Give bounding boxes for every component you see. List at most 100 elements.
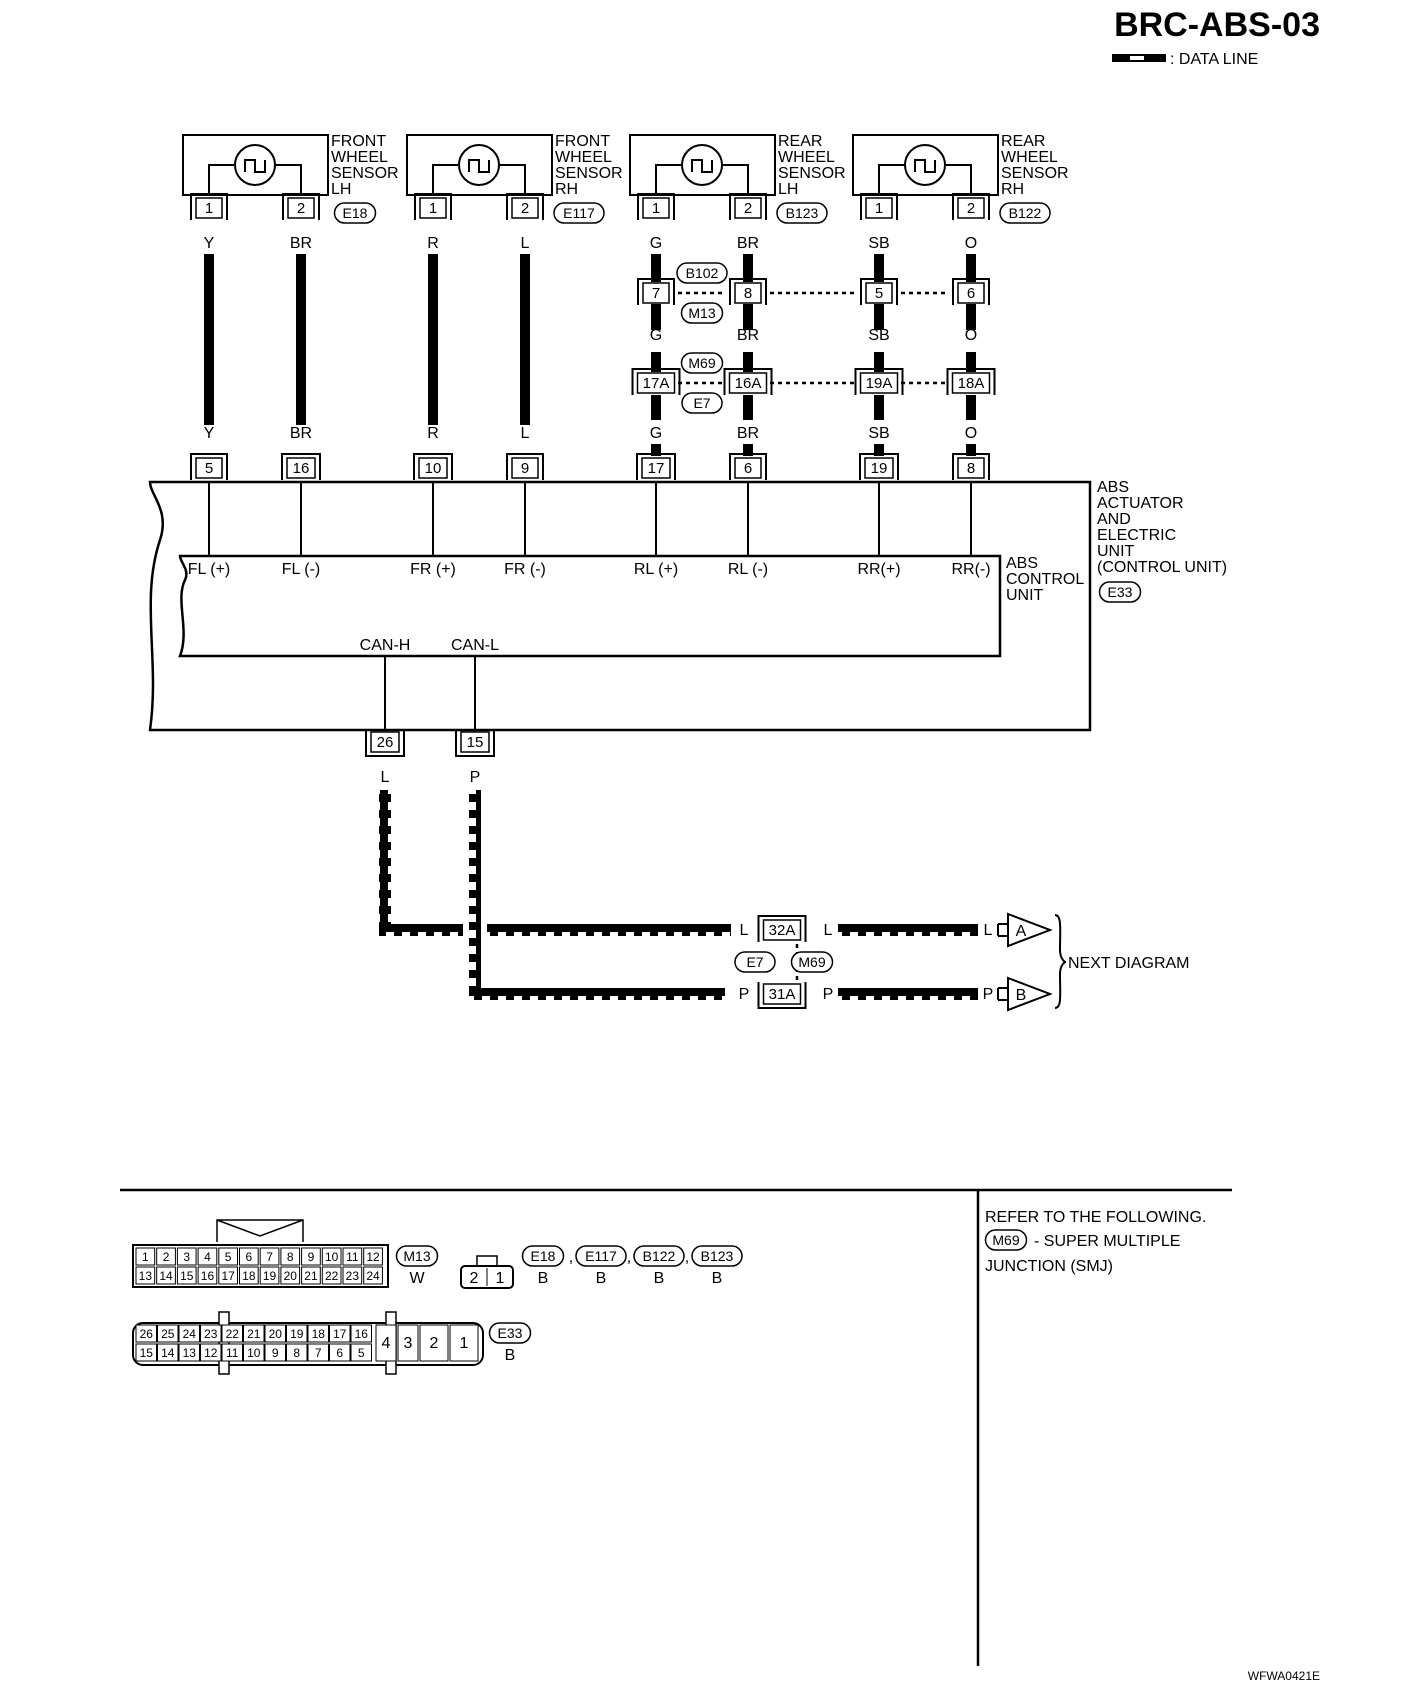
connector-cavity [135,1266,156,1285]
wheel-sensor-name-line: FRONT [331,133,386,150]
connector-cavity [350,1343,372,1362]
terminal-label: RL (-) [728,561,768,578]
terminal-label: RR(-) [951,561,990,578]
svg-text:E7: E7 [746,954,763,970]
cavity-number: 13 [139,1269,153,1283]
sensor-wire [204,254,214,425]
cavity-number: 23 [346,1269,360,1283]
connector-id-badge: E117 [553,202,605,224]
svg-text:M13: M13 [688,305,715,321]
wheel-sensor-name-line: SENSOR [331,165,399,182]
sensor-pin: 1 [414,193,452,220]
svg-text:E117: E117 [563,205,595,221]
actuator-label: ABS [1097,479,1129,496]
connector-cavity [286,1324,308,1343]
svg-text:5: 5 [205,460,213,477]
cavity-number: 9 [272,1346,279,1360]
unit-top-pin: 10 [413,453,453,480]
connector-cavity [157,1343,179,1362]
junction-pin: 8 [729,278,767,305]
connector-id-badge: B122 [999,202,1051,224]
can-junction-pin: 32A [757,915,807,942]
cavity-number: 11 [226,1346,239,1360]
wire-color-label: L [381,769,390,786]
connector-id-badge: E7 [734,951,776,973]
wire-color-label: R [427,425,439,442]
cavity-number: 5 [225,1250,232,1264]
wheel-sensor-name-line: WHEEL [331,149,388,166]
wheel-sensor-name-line: REAR [778,133,822,150]
connector-cavity [363,1247,383,1266]
cavity-number: 24 [366,1269,380,1283]
wire-color-label: BR [290,235,312,252]
cavity-number: 1 [496,1270,505,1287]
wheel-sensor-name-line: SENSOR [778,165,846,182]
wire-color-label: BR [737,327,759,344]
terminal-label: RL (+) [634,561,678,578]
svg-text:8: 8 [967,460,975,477]
unit-top-pin: 5 [190,453,228,480]
diagram-code: WFWA0421E [1248,1669,1320,1683]
sensor-wire [874,304,884,330]
svg-text:16: 16 [293,460,310,477]
wire-color-label: P [739,986,750,1003]
wire-color-label: G [650,235,662,252]
refer-text: REFER TO THE FOLLOWING. [985,1209,1206,1226]
connector-cavity [301,1247,321,1266]
sensor-wire [966,395,976,420]
connector-id-badge: E33 [488,1322,532,1344]
connector-id-badge: B102 [676,262,728,284]
wire-color-label: L [521,235,530,252]
cavity-number: 1 [142,1250,149,1264]
cavity-number: 7 [266,1250,273,1264]
unit-top-pin: 16 [281,453,321,480]
control-unit-label: CONTROL [1006,571,1084,588]
svg-text:26: 26 [377,734,394,751]
connector-cavity [197,1266,218,1285]
svg-text:2: 2 [967,200,975,217]
connector-color: B [538,1270,549,1287]
svg-text:B102: B102 [686,265,719,281]
cavity-number: 3 [404,1335,413,1352]
wire-color-label: SB [868,235,889,252]
actuator-label: (CONTROL UNIT) [1097,559,1227,576]
svg-text:M69: M69 [798,954,825,970]
connector-cavity [264,1324,286,1343]
connector-cavity [329,1324,351,1343]
wheel-sensor-name-line: FRONT [555,133,610,150]
connector-cavity [419,1324,449,1362]
cavity-number: 9 [308,1250,315,1264]
control-unit-label: ABS [1006,555,1038,572]
cavity-number: 4 [204,1250,211,1264]
svg-text:E18: E18 [531,1248,556,1264]
sensor-wire [874,254,884,282]
cavity-number: 6 [336,1346,343,1360]
wire-color-label: SB [868,327,889,344]
cavity-number: 24 [183,1327,197,1341]
terminal-label: FL (+) [188,561,231,578]
latch-icon [218,1311,230,1375]
connector-cavity [239,1247,259,1266]
sensor-wire [651,254,661,282]
connector-color: B [654,1270,665,1287]
wire-color-label: L [740,922,749,939]
connector-cavity [178,1324,200,1343]
sensor-pin: 1 [190,193,228,220]
control-unit-label: UNIT [1006,587,1044,604]
connector-cavity [280,1247,301,1266]
actuator-label: ACTUATOR [1097,495,1184,512]
cavity-number: 2 [430,1335,439,1352]
data-line-legend-icon [1112,54,1166,62]
wheel-sensor-name-line: SENSOR [1001,165,1069,182]
sensor-wire [651,304,661,330]
sensor-wire [651,352,661,372]
wire-color-label: P [470,769,481,786]
connector-id-badge: B122 [633,1245,685,1267]
cavity-number: 5 [358,1346,365,1360]
